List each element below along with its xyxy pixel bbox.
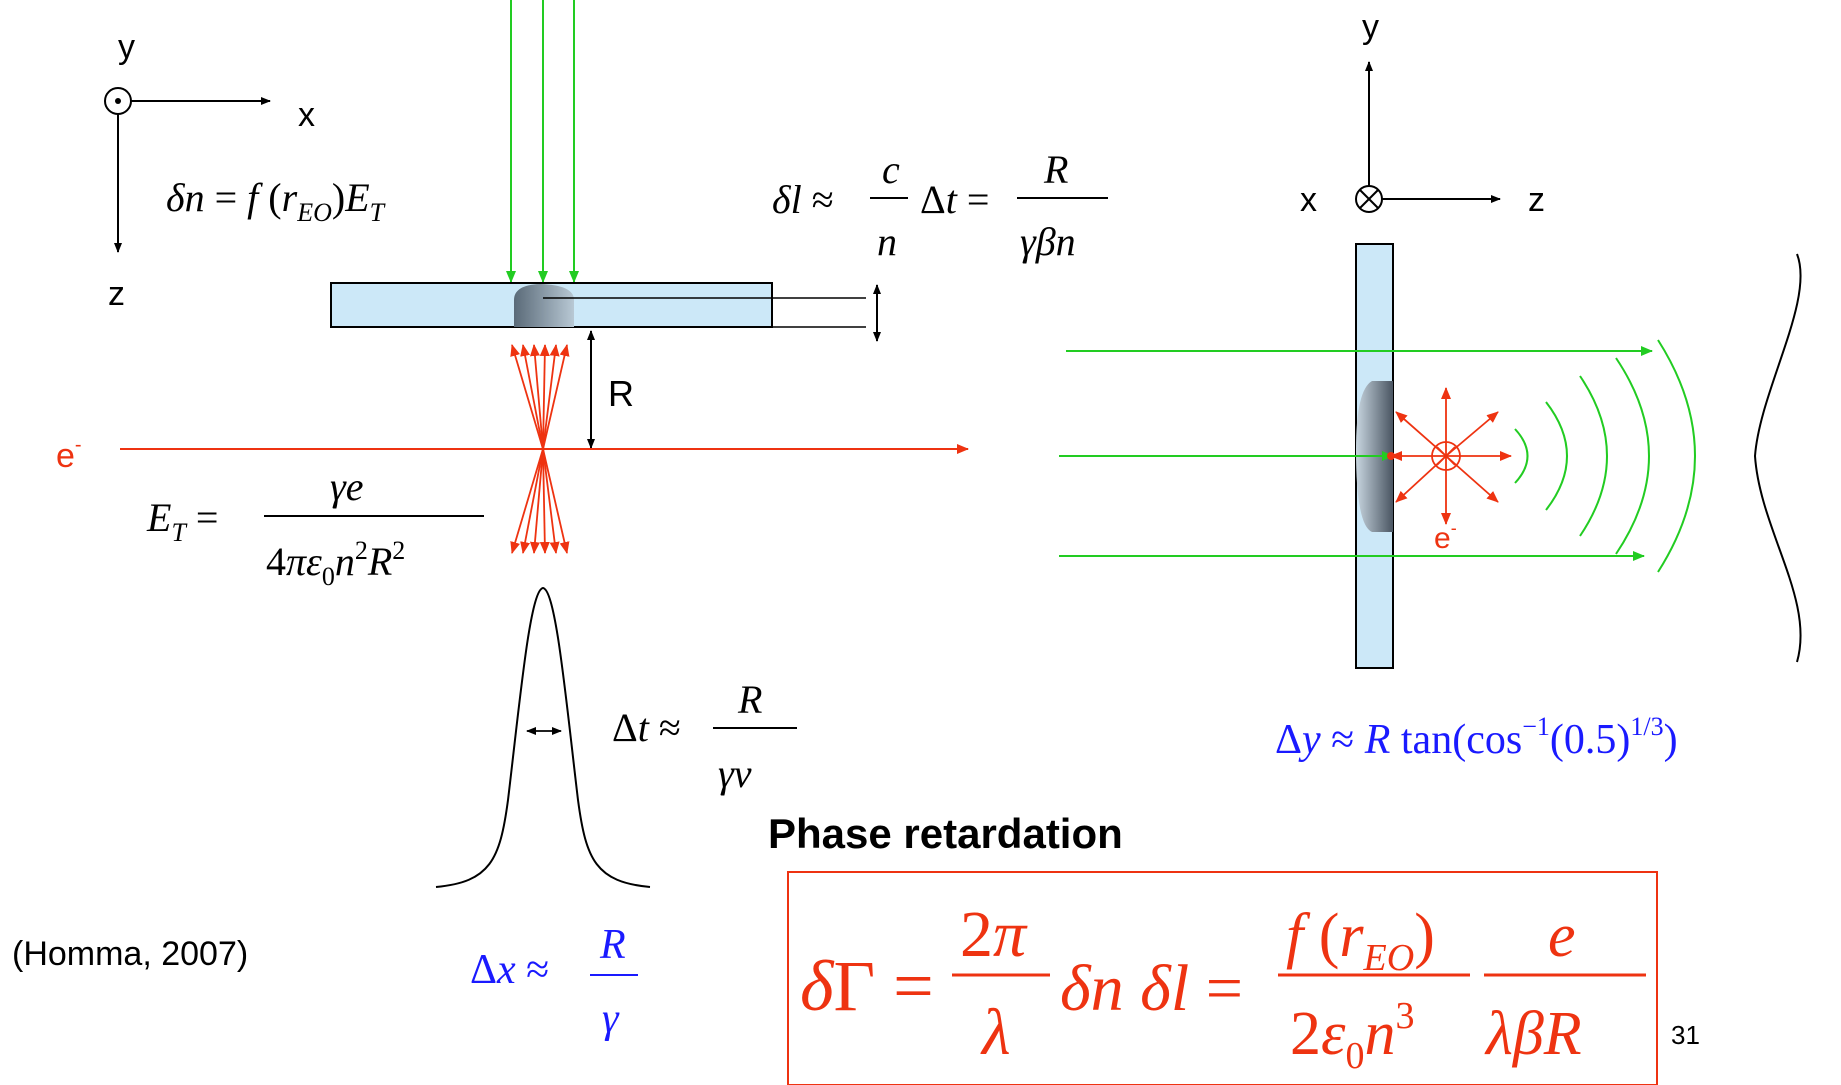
phase-retardation-heading: Phase retardation: [768, 810, 1123, 857]
eq-delta-y: Δy ≈ R tan(cos−1(0.5)1/3): [1275, 712, 1678, 763]
axis-label-z: z: [108, 275, 125, 313]
left-coordinate-axes: y x z: [104, 28, 315, 313]
eo-crystal-left: [330, 282, 881, 342]
svg-text:ET =: ET =: [146, 495, 218, 547]
svg-text:Δy ≈ R tan(cos−1(0.5)1/3): Δy ≈ R tan(cos−1(0.5)1/3): [1275, 712, 1678, 763]
eq-delta-gamma: δΓ = 2π λ δn δl = f (rEO) 2ε0n3 e λβR: [787, 871, 1658, 1085]
svg-text:γβn: γβn: [1020, 219, 1076, 264]
intensity-profile-curve: [1753, 253, 1802, 663]
eq-delta-t: Δt ≈ R γv: [612, 677, 797, 796]
svg-text:Δt ≈: Δt ≈: [612, 705, 681, 750]
gaussian-pulse: [435, 586, 651, 888]
svg-text:R: R: [737, 677, 762, 722]
svg-text:δn = f (rEO)ET: δn = f (rEO)ET: [166, 175, 386, 227]
svg-text:4πε0n2R2: 4πε0n2R2: [266, 536, 405, 591]
svg-text:n: n: [877, 219, 897, 264]
radial-field-star: [1387, 387, 1512, 525]
axis-label-z-right: z: [1528, 181, 1545, 219]
page-number: 31: [1671, 1020, 1700, 1050]
svg-text:δl ≈: δl ≈: [772, 177, 834, 222]
electron-label-right: e-: [1434, 518, 1457, 555]
svg-text:λβR: λβR: [1484, 1000, 1582, 1068]
eq-delta-n: δn = f (rEO)ET: [166, 175, 386, 227]
electron-label: e-: [56, 434, 82, 475]
svg-text:2ε0n3: 2ε0n3: [1290, 995, 1414, 1077]
eq-E-T: ET = γe 4πε0n2R2: [146, 464, 484, 591]
svg-text:γe: γe: [330, 464, 364, 509]
svg-text:R: R: [599, 922, 626, 968]
svg-text:δn δl =: δn δl =: [1060, 952, 1243, 1025]
axis-label-x-right: x: [1300, 181, 1317, 219]
svg-text:f (rEO): f (rEO): [1286, 902, 1435, 979]
label-R: R: [608, 373, 634, 414]
svg-text:λ: λ: [980, 996, 1011, 1069]
svg-text:Δx ≈: Δx ≈: [470, 947, 549, 993]
right-coordinate-axes: y x z: [1300, 8, 1545, 219]
axis-label-y: y: [118, 28, 135, 66]
svg-text:γv: γv: [718, 751, 752, 796]
electron-beam-line: e-: [56, 434, 969, 475]
axis-label-y-right: y: [1362, 8, 1379, 46]
wavefronts: [1514, 339, 1696, 573]
laser-beams-vertical: [506, 0, 579, 283]
svg-text:c: c: [882, 147, 900, 192]
laser-beams-horizontal: [1059, 346, 1653, 561]
svg-text:δΓ =: δΓ =: [800, 946, 934, 1026]
field-lines-fan: [510, 344, 570, 554]
axis-label-x: x: [298, 96, 315, 134]
svg-text:R: R: [1043, 147, 1068, 192]
svg-text:e: e: [1548, 902, 1576, 970]
svg-text:2π: 2π: [960, 898, 1028, 971]
svg-text:γ: γ: [602, 996, 620, 1042]
eq-delta-x: Δx ≈ R γ: [470, 922, 638, 1042]
citation: (Homma, 2007): [12, 935, 248, 973]
svg-text:Δt =: Δt =: [920, 177, 989, 222]
eq-delta-l: δl ≈ c n Δt = R γβn: [772, 147, 1108, 264]
